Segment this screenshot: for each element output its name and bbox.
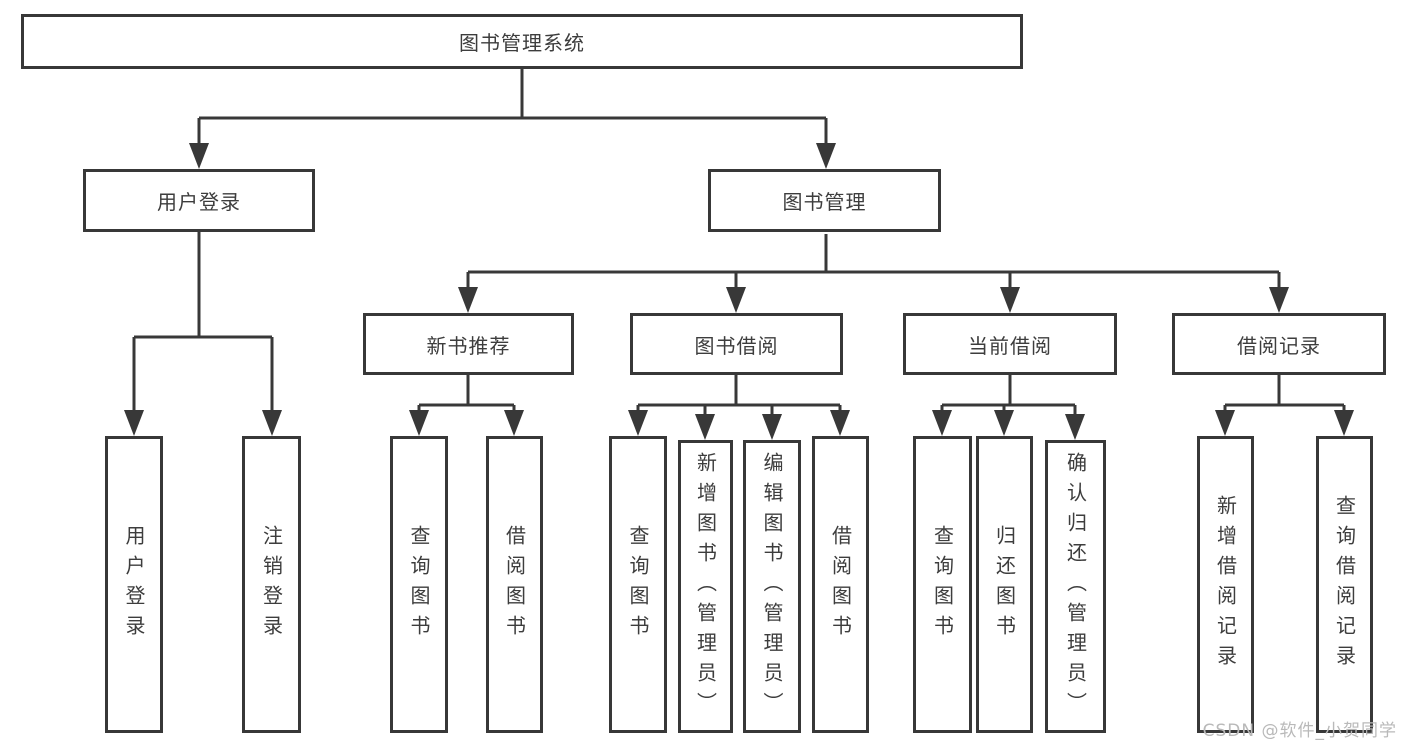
leaf-label: 借阅图书 <box>502 524 527 645</box>
leaf-label: 查询借阅记录 <box>1332 494 1357 675</box>
leaf-label: 注销登录 <box>259 524 284 645</box>
leaf-query-borrow-record: 查询借阅记录 <box>1316 436 1373 733</box>
leaf-label: 用户登录 <box>122 524 146 645</box>
leaf-label: 新增借阅记录 <box>1213 494 1238 675</box>
node-book-management: 图书管理 <box>708 169 941 232</box>
node-new-book-recommend: 新书推荐 <box>363 313 574 375</box>
leaf-borrow-books-recommend: 借阅图书 <box>486 436 543 733</box>
leaf-label: 借阅图书 <box>828 524 853 645</box>
leaf-query-books-borrowing: 查询图书 <box>609 436 667 733</box>
node-current-borrowing: 当前借阅 <box>903 313 1117 375</box>
leaf-query-books-recommend: 查询图书 <box>390 436 448 733</box>
leaf-add-borrow-record: 新增借阅记录 <box>1197 436 1254 733</box>
leaf-label: 确认归还（管理员） <box>1063 451 1088 722</box>
node-book-borrowing: 图书借阅 <box>630 313 843 375</box>
leaf-label: 查询图书 <box>930 524 955 645</box>
leaf-borrow-books-borrowing: 借阅图书 <box>812 436 869 733</box>
leaf-add-book-admin: 新增图书（管理员） <box>678 440 733 733</box>
leaf-user-login: 用户登录 <box>105 436 163 733</box>
node-library-system: 图书管理系统 <box>21 14 1023 69</box>
leaf-query-books-current: 查询图书 <box>913 436 972 733</box>
leaf-label: 新增图书（管理员） <box>693 451 718 722</box>
leaf-confirm-return-admin: 确认归还（管理员） <box>1045 440 1106 733</box>
csdn-watermark: CSDN @软件_小贺同学 <box>1202 721 1397 741</box>
leaf-return-books: 归还图书 <box>976 436 1033 733</box>
leaf-edit-book-admin: 编辑图书（管理员） <box>743 440 801 733</box>
leaf-label: 查询图书 <box>407 524 431 645</box>
leaf-label: 编辑图书（管理员） <box>760 451 784 722</box>
leaf-label: 查询图书 <box>626 524 650 645</box>
node-borrowing-records: 借阅记录 <box>1172 313 1386 375</box>
leaf-logout: 注销登录 <box>242 436 301 733</box>
leaf-label: 归还图书 <box>992 524 1017 645</box>
node-user-login: 用户登录 <box>83 169 315 232</box>
